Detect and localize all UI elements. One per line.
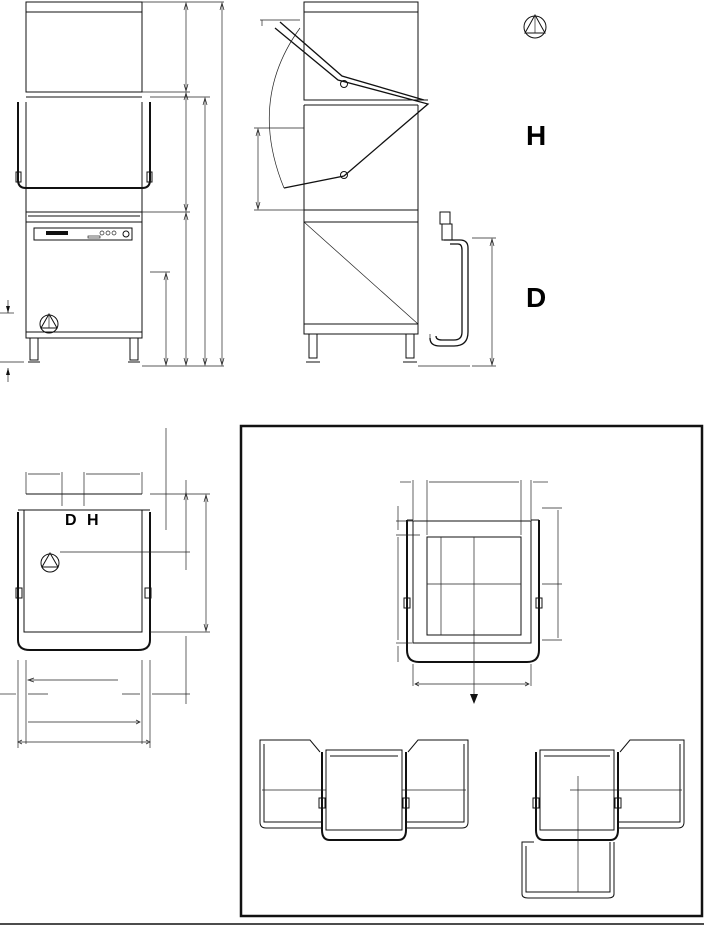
drain-symbol-plan <box>41 553 59 572</box>
control-panel-knobs <box>123 231 129 237</box>
control-panel <box>34 228 132 240</box>
drain-symbol-front <box>40 314 58 333</box>
side-tables-layout <box>260 740 468 840</box>
corner-layout <box>522 740 684 898</box>
installation-options-frame <box>241 426 702 916</box>
straight-through-layout <box>396 480 562 704</box>
legend-d-symbol: D <box>526 282 546 313</box>
drain-pipe <box>430 212 468 346</box>
legend-h-symbol: H <box>526 120 546 151</box>
plan-view: D H <box>0 428 210 748</box>
control-panel-display <box>46 231 68 235</box>
side-elevation-view <box>254 2 496 366</box>
front-elevation-view <box>0 2 152 382</box>
plan-d-label: D <box>65 512 77 529</box>
triangle-in-circle-icon <box>524 15 546 38</box>
front-height-dimensions <box>142 2 224 366</box>
plan-h-label: H <box>87 512 99 529</box>
